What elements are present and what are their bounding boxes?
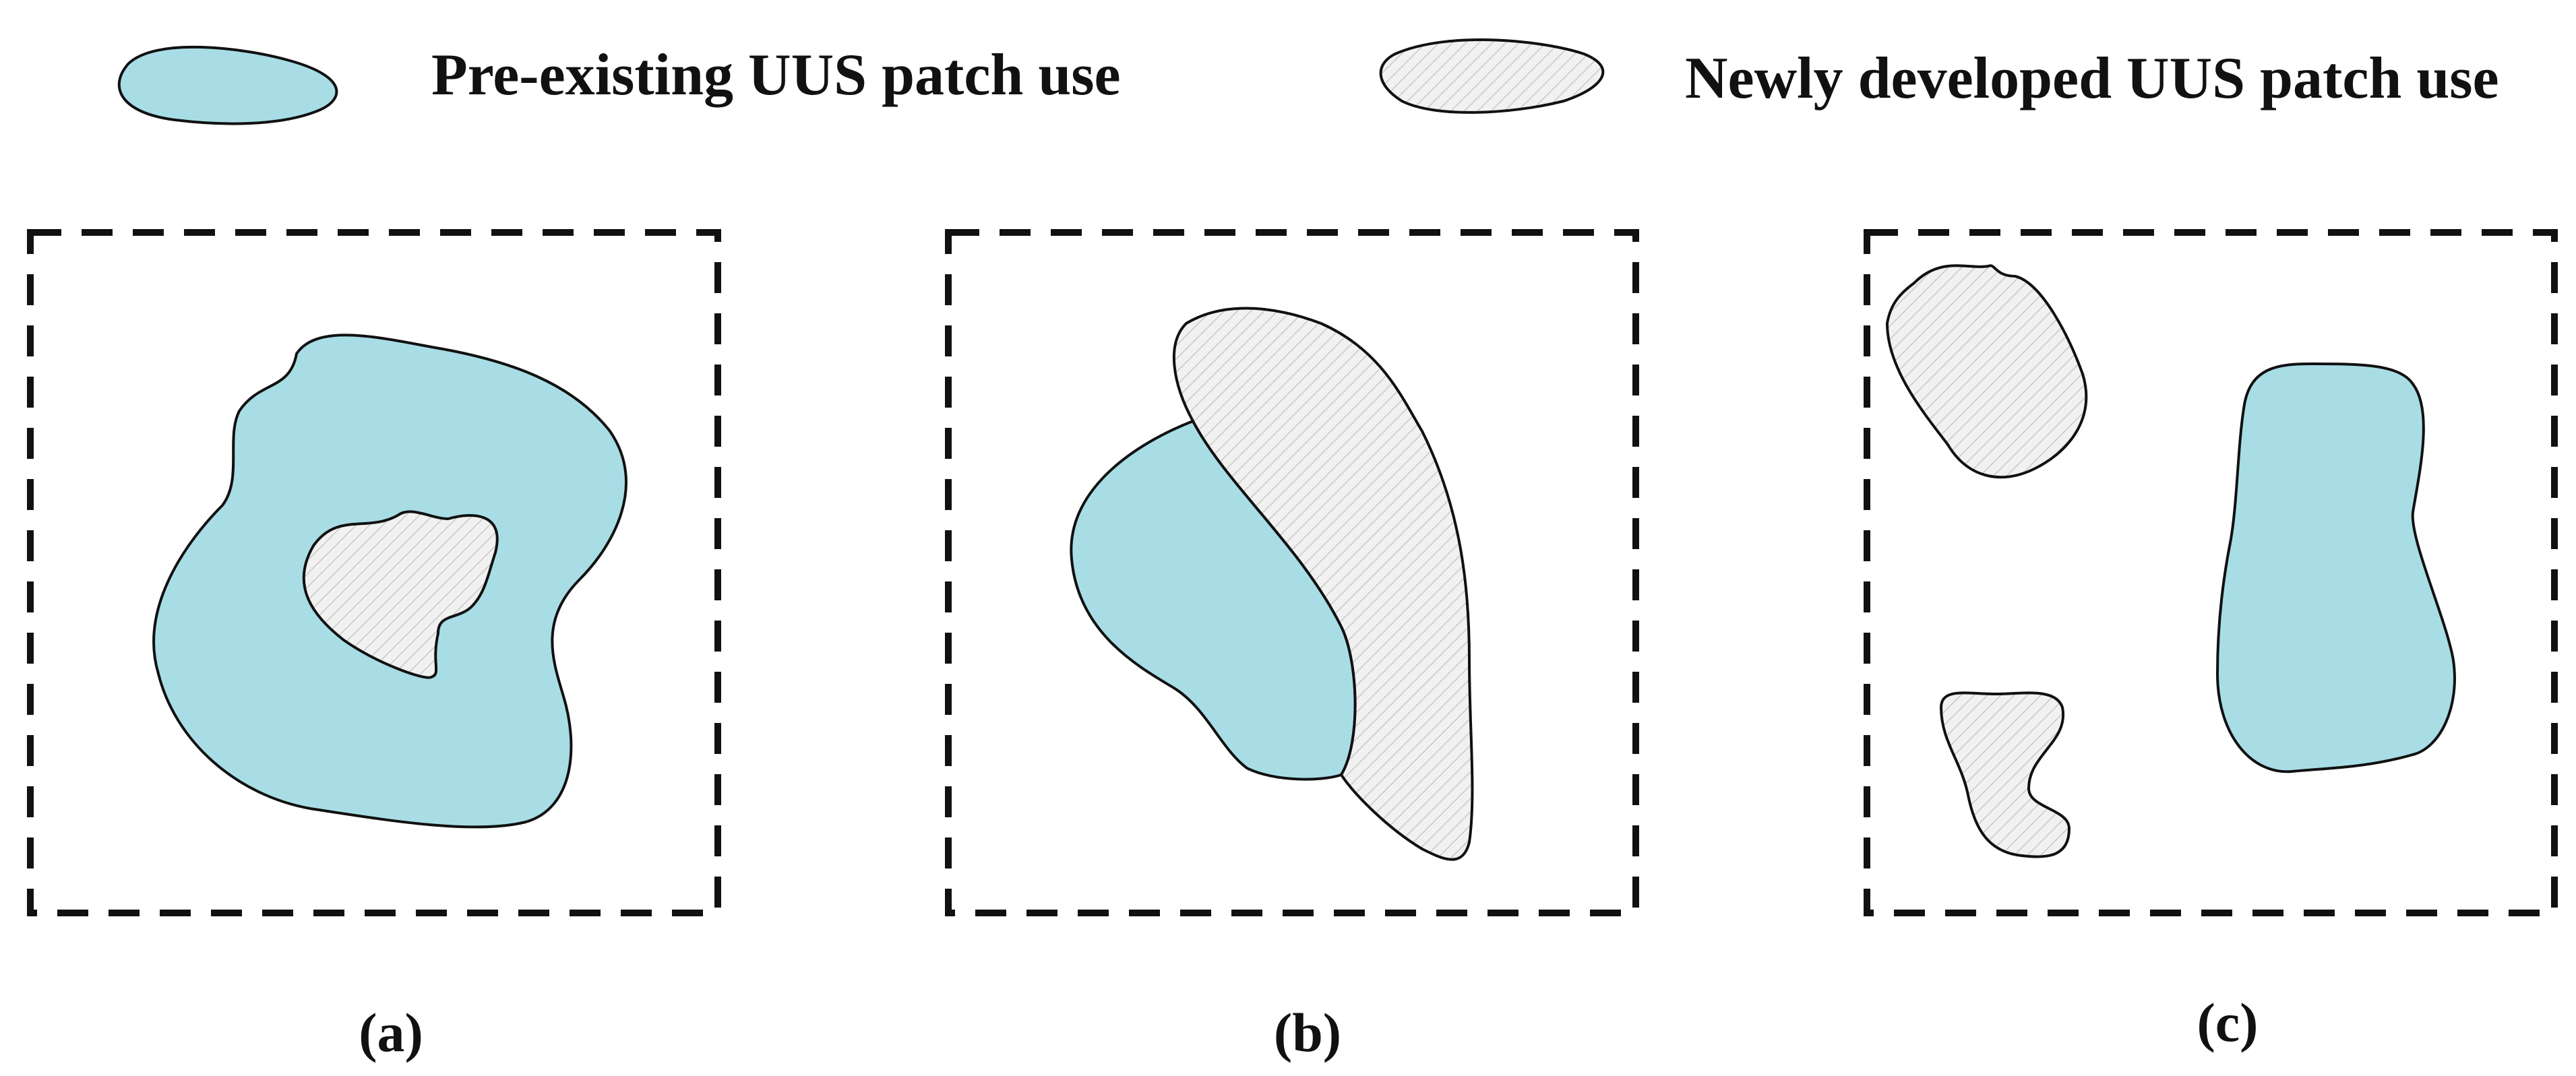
panel-a: (a) — [27, 229, 721, 1063]
panel-c-label: (c) — [2197, 992, 2258, 1053]
panel-b-label: (b) — [1274, 1002, 1341, 1063]
panel-a-frame — [27, 229, 721, 916]
legend-newly-developed-swatch — [1379, 38, 1605, 114]
legend-pre-existing-swatch — [117, 45, 338, 125]
panel-b-frame — [945, 229, 1639, 916]
legend-newly-developed-label: Newly developed UUS patch use — [1685, 46, 2499, 111]
legend: Pre-existing UUS patch use Newly develop… — [117, 38, 2499, 125]
panel-c-frame — [1864, 229, 2558, 916]
panel-c: (c) — [1864, 229, 2558, 1053]
panel-c-pre-existing-patch — [2215, 362, 2456, 773]
panel-a-newly-developed-patch — [302, 510, 499, 679]
panel-a-label: (a) — [359, 1002, 423, 1063]
panel-b-newly-developed-patch — [1172, 307, 1474, 861]
legend-pre-existing-label: Pre-existing UUS patch use — [431, 42, 1121, 108]
panel-b: (b) — [945, 229, 1639, 1063]
panel-c-newly-developed-patch-bottom — [1939, 691, 2071, 858]
panel-c-newly-developed-patch-top — [1885, 264, 2088, 479]
